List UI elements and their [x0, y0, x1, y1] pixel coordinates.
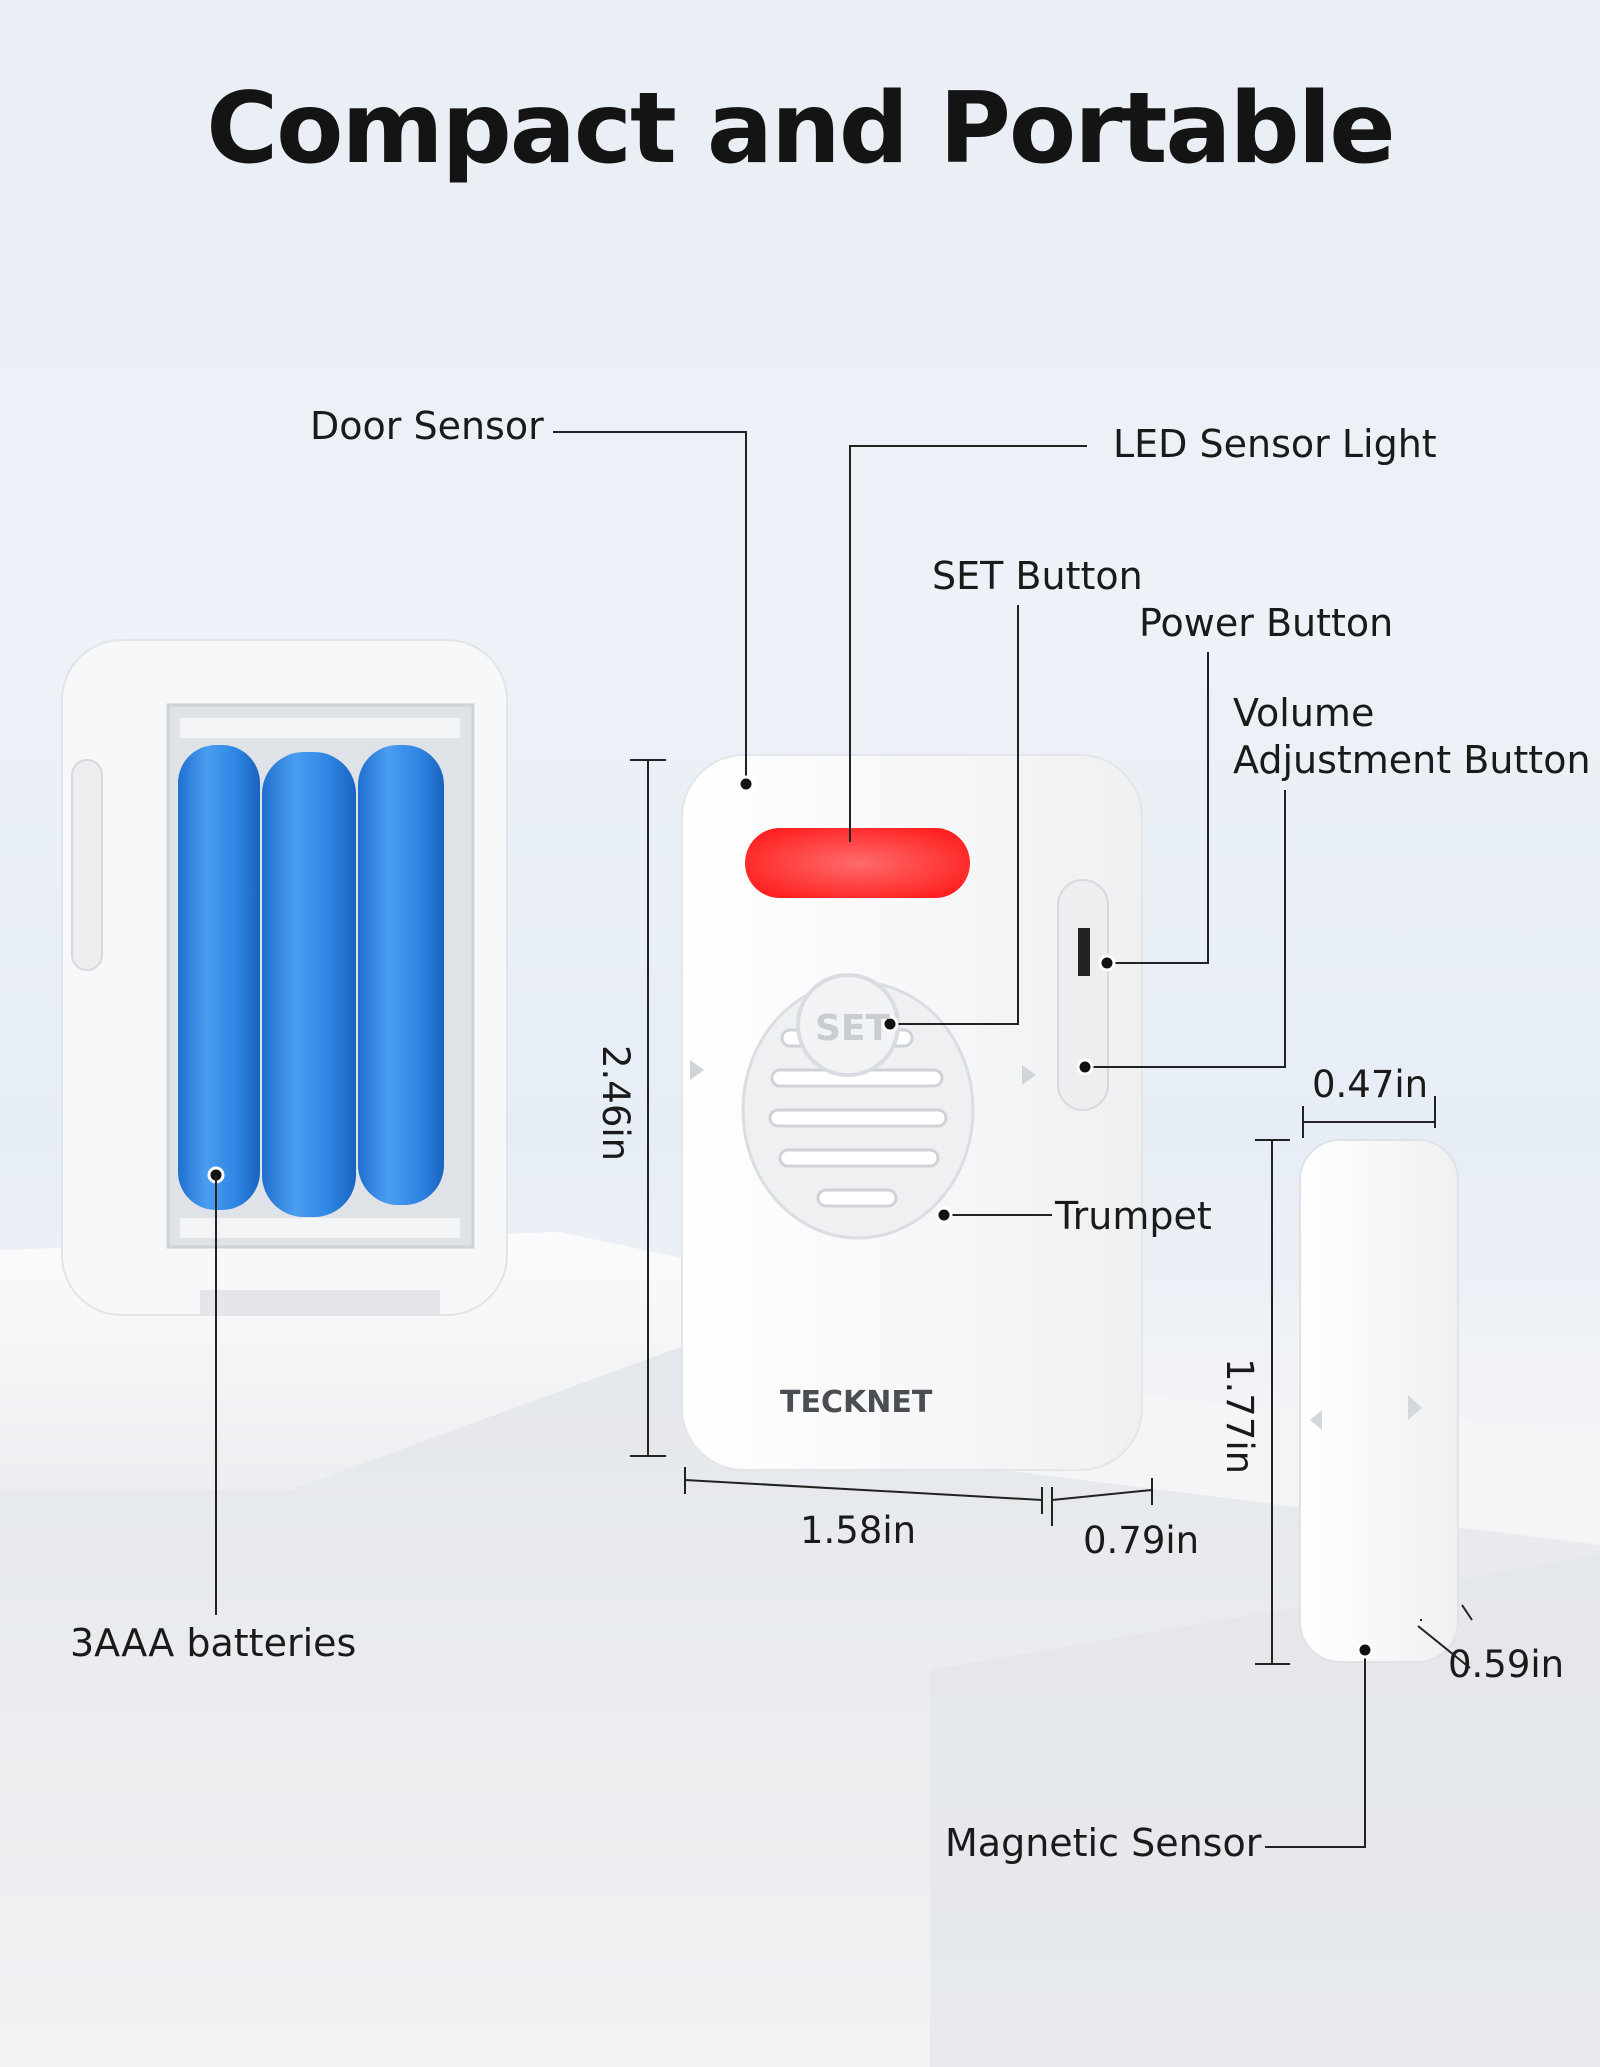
brand-logo: TECKNET: [780, 1385, 933, 1420]
label-led-sensor-light: LED Sensor Light: [1113, 422, 1437, 466]
led-sensor-light: [745, 828, 970, 898]
label-volume-line1: Volume: [1233, 691, 1375, 735]
battery-compartment-unit: [61, 639, 508, 1316]
label-door-sensor: Door Sensor: [310, 404, 544, 448]
label-magnetic-sensor: Magnetic Sensor: [945, 1821, 1262, 1865]
page-title: Compact and Portable: [206, 72, 1396, 186]
dim-width-magnet: 0.47in: [1312, 1063, 1429, 1106]
set-button-label: SET: [815, 1008, 891, 1049]
dim-width-main: 1.58in: [800, 1509, 917, 1552]
battery-1: [178, 745, 260, 1210]
battery-2: [262, 752, 356, 1217]
callout-lines: [215, 431, 1473, 1848]
label-power-button: Power Button: [1139, 601, 1394, 645]
battery-3: [358, 745, 444, 1205]
magnetic-sensor-unit: [1299, 1139, 1459, 1663]
callout-dots: [737, 775, 1374, 1659]
platform-steps: [0, 1232, 1600, 2067]
dim-depth-magnet: 0.59in: [1448, 1643, 1565, 1686]
dim-depth-main: 0.79in: [1083, 1519, 1200, 1562]
label-trumpet: Trumpet: [1055, 1194, 1212, 1238]
main-alarm-unit: [681, 754, 1143, 1471]
dim-height-main: 2.46in: [594, 1045, 637, 1162]
side-switch-panel: [1057, 879, 1109, 1111]
dim-height-magnet: 1.77in: [1218, 1358, 1261, 1475]
label-batteries: 3AAA batteries: [70, 1621, 357, 1665]
label-set-button: SET Button: [932, 554, 1143, 598]
label-volume-line2: Adjustment Button: [1233, 738, 1591, 782]
